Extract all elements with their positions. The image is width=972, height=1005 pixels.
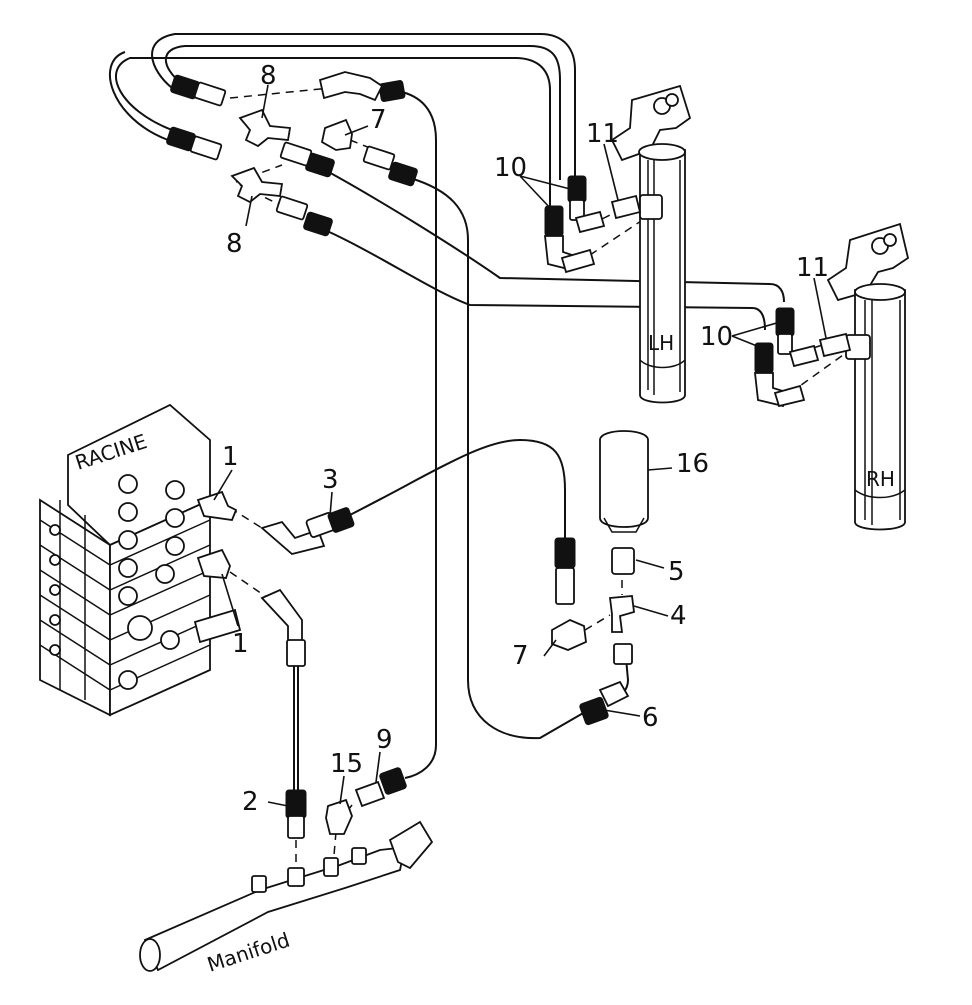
rh-cylinder — [818, 222, 910, 531]
filter-group — [551, 430, 649, 726]
rh-fitting-11 — [818, 332, 852, 358]
part-callouts: 8 7 8 10 11 10 11 1 3 1 16 5 4 7 6 9 15 … — [222, 61, 829, 817]
rh-label: RH — [866, 467, 895, 491]
hose-end — [303, 211, 333, 237]
tee-fitting-8-upper — [238, 108, 292, 148]
hose-to-rh-upper — [324, 169, 785, 303]
hose-end-nut — [279, 141, 313, 167]
hose-loop-outer-2 — [164, 45, 561, 180]
elbow-15 — [325, 798, 353, 835]
adapter-5 — [611, 547, 635, 575]
hose-3-end-lower — [554, 537, 576, 569]
racine-valve — [39, 403, 242, 717]
elbow-fitting-7-upper — [320, 118, 353, 151]
fitting-9 — [354, 780, 386, 808]
callout-8-upper: 8 — [260, 61, 277, 91]
hose-6 — [409, 177, 586, 740]
hose-top-to-9 — [401, 91, 437, 779]
hose-9-end — [379, 767, 407, 795]
callout-11-lh: 11 — [586, 119, 619, 149]
lh-label: LH — [648, 331, 674, 355]
hose-loop-outer — [151, 33, 576, 180]
valve-spool — [193, 608, 242, 644]
elbow-fitting — [318, 71, 384, 102]
lh-cylinder — [610, 84, 692, 404]
hose-end-nut — [362, 145, 396, 171]
hose-loop-inner — [115, 57, 551, 210]
tee-4 — [608, 595, 635, 633]
hose-end — [378, 80, 406, 102]
callout-11-rh: 11 — [796, 253, 829, 283]
elbow-7-lower — [551, 618, 587, 651]
callout-6: 6 — [642, 703, 659, 733]
hose-2-ends — [260, 588, 307, 839]
callout-7-lower: 7 — [512, 641, 529, 671]
callout-10-lh: 10 — [494, 153, 527, 183]
callout-1-upper: 1 — [222, 442, 239, 472]
callout-15: 15 — [330, 749, 363, 779]
hose-end-nut — [275, 195, 309, 221]
callout-10-rh: 10 — [700, 322, 733, 352]
callout-2: 2 — [242, 787, 259, 817]
hose-end-nut — [193, 81, 227, 107]
callout-1-lower: 1 — [232, 629, 249, 659]
manifold — [139, 820, 434, 972]
hose-to-rh-lower — [324, 229, 766, 331]
hoses — [109, 33, 785, 790]
leader-lines — [213, 84, 827, 807]
hose-2-elbow — [260, 588, 303, 646]
hose-3-ends — [260, 507, 355, 555]
callout-4: 4 — [670, 601, 687, 631]
hose-end — [388, 161, 418, 187]
valve-ports — [49, 474, 185, 690]
filter-16 — [599, 430, 649, 528]
lh-hose-ends — [543, 175, 606, 274]
rh-hose-ends — [753, 307, 820, 408]
items-15-9 — [325, 767, 407, 835]
upper-fittings — [166, 71, 418, 237]
callout-7-upper: 7 — [370, 105, 387, 135]
callout-16: 16 — [676, 449, 709, 479]
manifold-outlet — [388, 820, 434, 870]
callout-3: 3 — [322, 465, 339, 495]
tee-fitting-8-lower — [230, 166, 284, 204]
callout-9: 9 — [376, 725, 393, 755]
callout-8-lower: 8 — [226, 229, 243, 259]
lh-port-block — [639, 194, 663, 220]
hose-6-end — [579, 696, 609, 726]
hose-3 — [339, 438, 566, 540]
lh-fitting-11 — [610, 194, 642, 220]
hose-loop-inner-2 — [109, 51, 169, 141]
hose-end-nut — [189, 135, 223, 161]
fitting-1-upper — [196, 490, 238, 521]
fitting-1-lower — [196, 548, 231, 579]
callout-5: 5 — [668, 557, 685, 587]
